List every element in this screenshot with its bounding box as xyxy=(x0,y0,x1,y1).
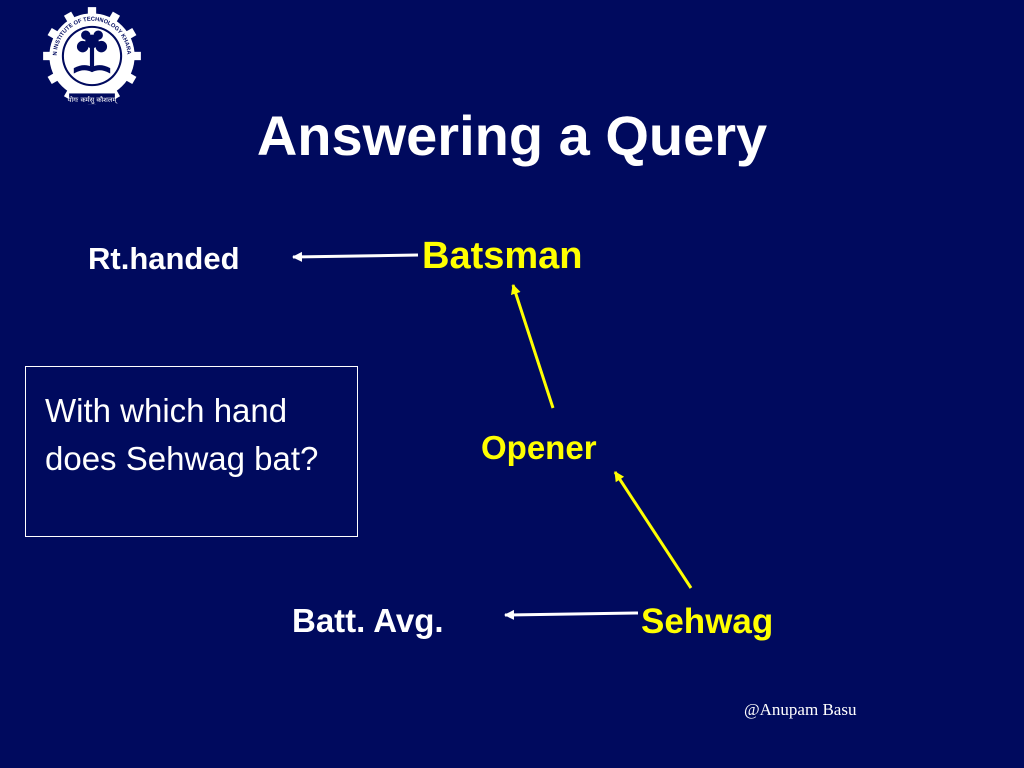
arrow-batsman-to-rt-handed xyxy=(292,251,419,262)
arrow-opener-to-batsman xyxy=(511,284,555,409)
node-batt-avg: Batt. Avg. xyxy=(292,602,444,639)
arrow-sehwag-to-batt-avg xyxy=(504,609,639,620)
arrow-sehwag-to-opener xyxy=(613,471,693,589)
node-batsman: Batsman xyxy=(422,235,583,277)
node-sehwag: Sehwag xyxy=(641,602,774,641)
node-opener: Opener xyxy=(481,429,597,466)
slide-title: Answering a Query xyxy=(256,104,768,167)
query-text: With which hand does Sehwag bat? xyxy=(45,392,319,477)
logo-motto: योगः कर्मसु कौशलम् xyxy=(67,95,117,104)
iit-kharagpur-emblem-icon: INDIAN INSTITUTE OF TECHNOLOGY KHARAGPUR… xyxy=(40,4,141,105)
author-credit: @Anupam Basu xyxy=(744,700,857,719)
query-box: With which hand does Sehwag bat? xyxy=(25,366,358,537)
node-rt-handed: Rt.handed xyxy=(88,241,240,276)
